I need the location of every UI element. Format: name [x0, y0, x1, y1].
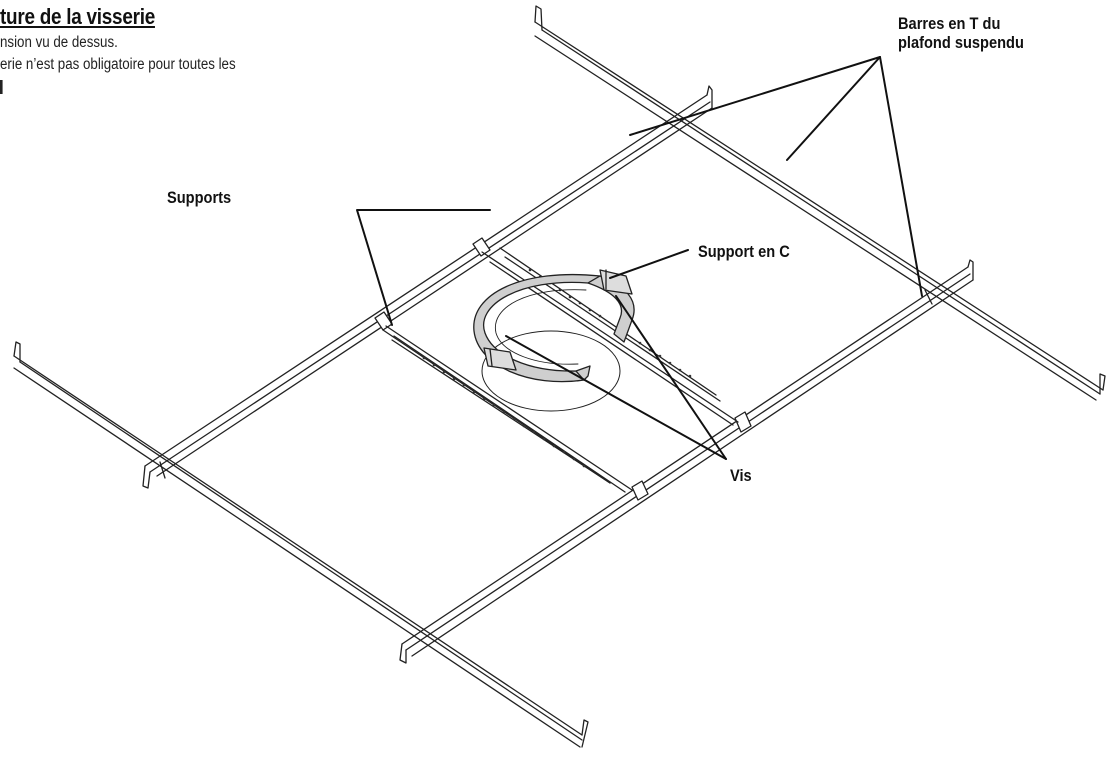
caption-line-3-fragment [0, 78, 5, 98]
label-c-support: Support en C [698, 242, 790, 261]
ceiling-cutout [481, 330, 621, 412]
t-bar-bottom-left [13, 341, 589, 748]
section-title: ture de la visserie [0, 4, 155, 29]
caption-line-2: erie n’est pas obligatoire pour toutes l… [0, 56, 236, 73]
label-supports: Supports [167, 188, 232, 207]
cross-bar-upper [142, 85, 713, 489]
support-rail-left [382, 325, 633, 493]
cross-bar-lower [399, 259, 974, 664]
label-t-bars: Barres en T du plafond suspendu [898, 14, 1024, 52]
label-t-bars-line-2: plafond suspendu [898, 33, 1024, 52]
caption-line-1: nsion vu de dessus. [0, 34, 118, 51]
label-t-bars-line-1: Barres en T du [898, 14, 1001, 33]
leader-lines [356, 56, 923, 460]
c-ring-inner-edge [494, 289, 587, 365]
support-rail-left-holes [422, 356, 586, 468]
label-screws: Vis [730, 466, 752, 485]
t-bar-top-right [534, 5, 1106, 401]
c-ring-support [473, 269, 635, 383]
